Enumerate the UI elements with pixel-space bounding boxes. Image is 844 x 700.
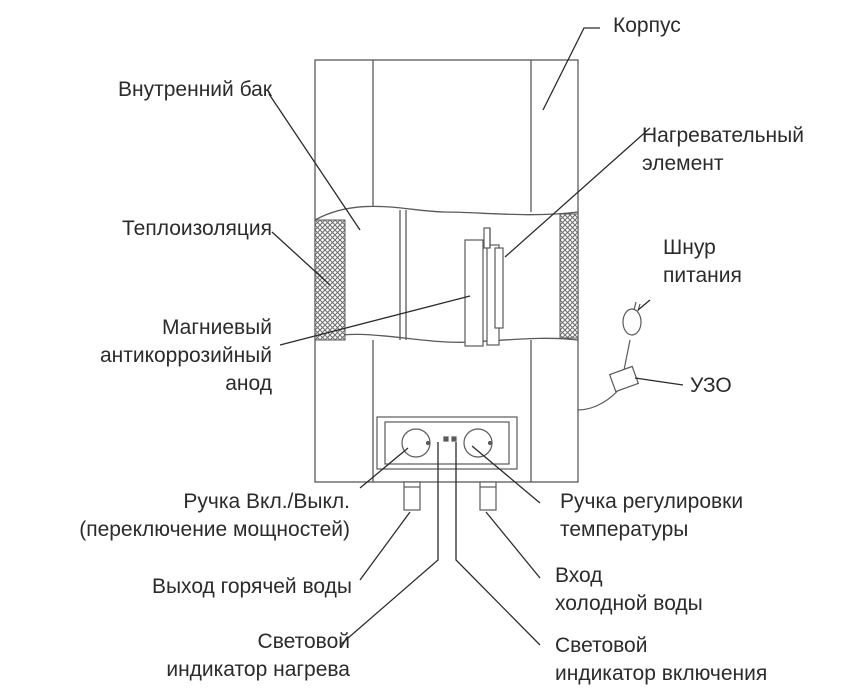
temperature-knob	[463, 428, 493, 458]
label-power-indicator: Световой индикатор включения	[555, 634, 768, 685]
control-panel	[376, 416, 518, 470]
label-rcd: УЗО	[690, 374, 732, 397]
label-power-cord: Шнур питания	[663, 236, 742, 287]
plug	[622, 308, 642, 336]
label-body: Корпус	[613, 14, 681, 37]
tank-break-top	[314, 205, 579, 221]
hot-pipe	[403, 481, 421, 511]
label-inner-tank: Внутренний бак	[118, 78, 272, 101]
label-cold-inlet: Вход холодной воды	[555, 564, 703, 615]
label-anode: Магниевый антикоррозийный анод	[99, 316, 272, 395]
tank-break-bottom	[314, 333, 579, 343]
label-heating-element: Нагревательный элемент	[642, 124, 804, 175]
label-temperature-knob: Ручка регулировки температуры	[560, 490, 744, 541]
anode-rod	[464, 239, 484, 347]
insulation-right	[559, 213, 579, 339]
cold-pipe	[479, 481, 497, 511]
label-heat-indicator: Световой индикатор нагрева	[166, 630, 350, 681]
rcd-device	[608, 365, 640, 393]
label-hot-outlet: Выход горячей воды	[151, 575, 352, 598]
power-knob	[401, 428, 431, 458]
label-insulation: Теплоизоляция	[122, 217, 272, 240]
insulation-left	[314, 219, 346, 341]
label-power-knob: Ручка Вкл./Выкл. (переключение мощностей…	[79, 490, 350, 541]
